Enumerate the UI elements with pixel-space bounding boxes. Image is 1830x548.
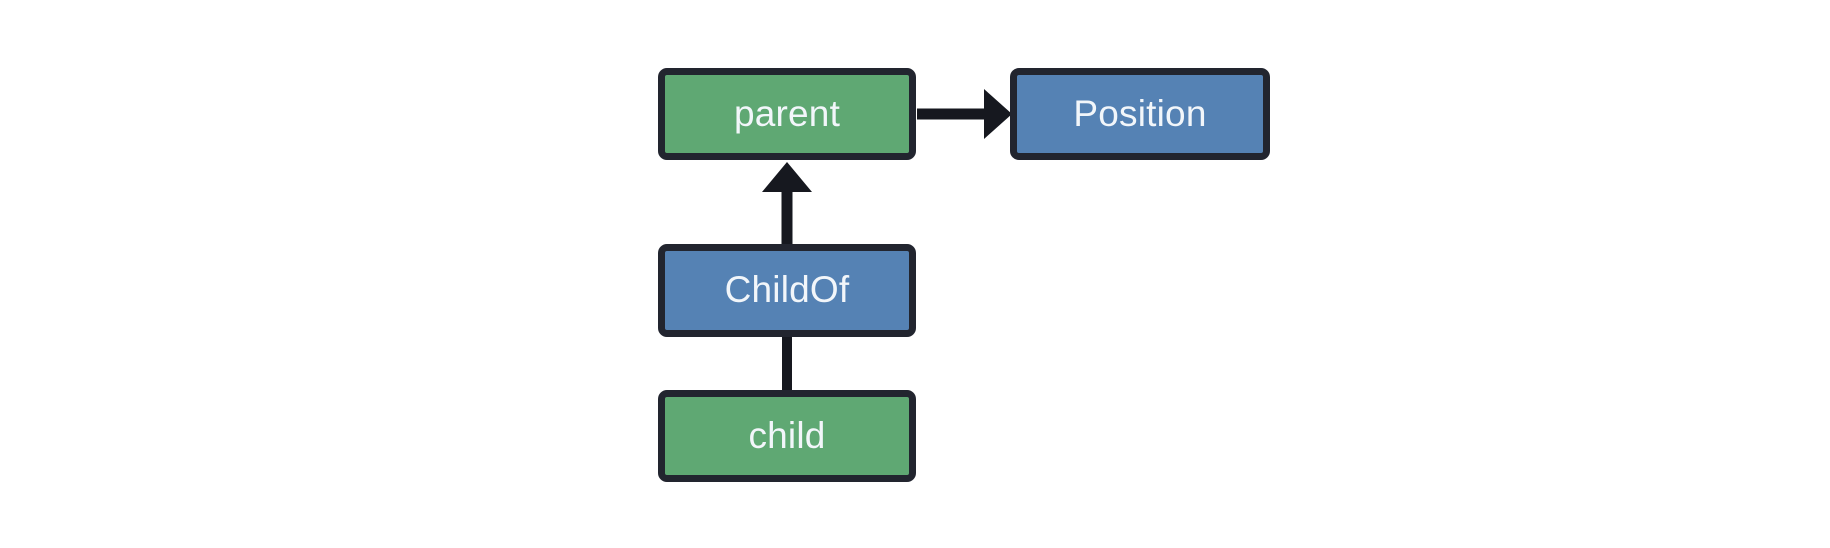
node-childof[interactable]: ChildOf — [658, 244, 916, 337]
node-child[interactable]: child — [658, 390, 916, 482]
node-child-label: child — [748, 414, 826, 456]
node-parent-label: parent — [733, 92, 841, 134]
edge-parent-to-position — [917, 89, 1012, 139]
node-childof-label: ChildOf — [724, 269, 850, 310]
arrowhead-up-icon — [762, 162, 812, 192]
node-position[interactable]: Position — [1010, 68, 1270, 160]
node-parent[interactable]: parent — [658, 68, 916, 160]
node-position-label: Position — [1073, 92, 1207, 134]
edge-childof-to-parent — [762, 162, 812, 244]
arrowhead-right-icon — [984, 89, 1012, 139]
